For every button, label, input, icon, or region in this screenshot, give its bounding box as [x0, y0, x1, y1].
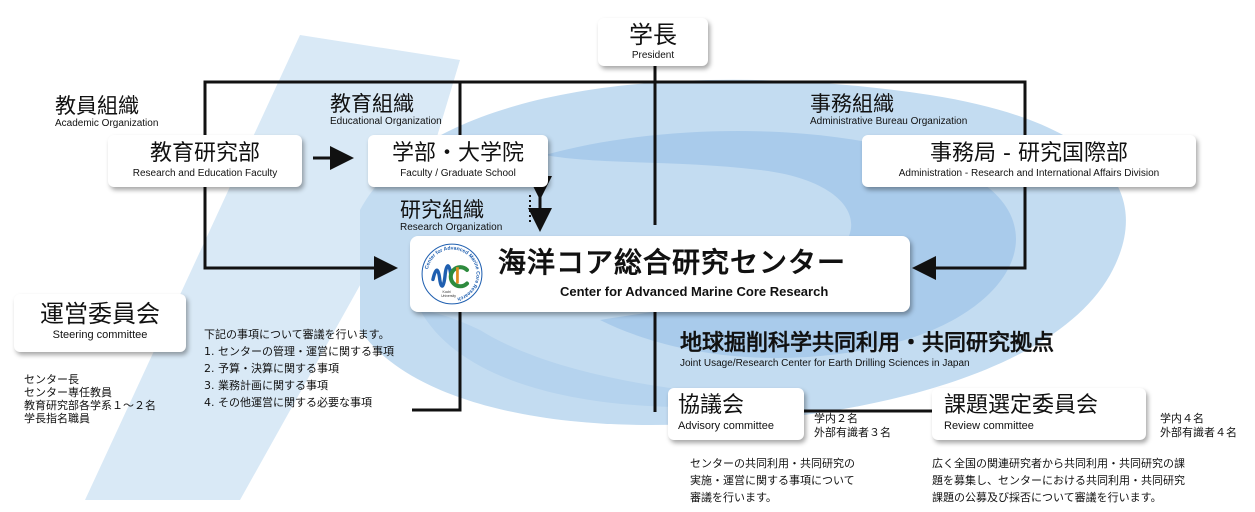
steering-box: 運営委員会 Steering committee — [14, 294, 186, 352]
review-subtitle: Review committee — [944, 420, 1034, 432]
advisory-subtitle: Advisory committee — [678, 420, 774, 432]
research-faculty-subtitle: Research and Education Faculty — [132, 168, 278, 179]
steering-members: センター長 センター専任教員 教育研究部各学系１～２名 学長指名職員 — [24, 373, 156, 425]
logo-c-icon — [448, 265, 469, 289]
review-members: 学内４名 外部有識者４名 — [1160, 412, 1237, 439]
faculty-school-box: 学部・大学院 Faculty / Graduate School — [368, 135, 548, 187]
logo-core-icon — [456, 267, 459, 284]
center-subtitle: Center for Advanced Marine Core Research — [560, 284, 829, 299]
academic-org-label: 教員組織 Academic Organization — [55, 94, 159, 129]
center-title: 海洋コア総合研究センター — [498, 246, 847, 279]
advisory-duties: センターの共同利用・共同研究の 実施・運営に関する事項について 審議を行います。 — [690, 457, 855, 504]
president-subtitle: President — [631, 50, 675, 61]
research-faculty-title: 教育研究部 — [149, 141, 260, 166]
research-faculty-box: 教育研究部 Research and Education Faculty — [108, 135, 302, 187]
steering-title: 運営委員会 — [40, 300, 160, 328]
logo-sub2: University — [441, 294, 456, 298]
president-title: 学長 — [629, 21, 677, 49]
swoosh-arc-inner — [420, 310, 800, 408]
top-bus-line — [203, 80, 1027, 135]
faculty-school-title: 学部・大学院 — [391, 141, 524, 166]
research-faculty-to-center-arrow — [203, 186, 398, 280]
logo-sub1: Kochi — [442, 290, 451, 294]
admin-division-subtitle: Administration - Research and Internatio… — [898, 168, 1160, 179]
logo-wave-icon — [431, 264, 453, 288]
joint-usage-label: 地球掘削科学共同利用・共同研究拠点 Joint Usage/Research C… — [680, 331, 1055, 369]
faculty-school-subtitle: Faculty / Graduate School — [400, 168, 516, 179]
research-org-label: 研究組織 Research Organization — [400, 198, 503, 233]
educational-org-label: 教育組織 Educational Organization — [330, 92, 442, 127]
admin-org-label: 事務組織 Administrative Bureau Organization — [810, 92, 968, 127]
advisory-box: 協議会 Advisory committee — [668, 388, 804, 440]
president-box: 学長 President — [598, 18, 708, 66]
admin-division-title: 事務局 - 研究国際部 — [930, 141, 1128, 166]
review-title: 課題選定委員会 — [944, 393, 1099, 418]
review-box: 課題選定委員会 Review committee — [932, 388, 1146, 440]
steering-duties: 下記の事項について審議を行います。 1. センターの管理・運営に関する事項 2.… — [204, 328, 394, 409]
center-box: Center for Advanced Marine Core Research… — [410, 236, 910, 312]
steering-connector-line — [412, 300, 462, 412]
steering-subtitle: Steering committee — [52, 329, 148, 341]
advisory-members: 学内２名 外部有識者３名 — [814, 412, 891, 439]
review-duties: 広く全国の関連研究者から共同利用・共同研究の課 題を募集し、センターにおける共同… — [932, 457, 1185, 504]
center-logo: Center for Advanced Marine Core Research… — [421, 243, 483, 305]
advisory-title: 協議会 — [678, 393, 745, 418]
admin-division-box: 事務局 - 研究国際部 Administration - Research an… — [862, 135, 1196, 187]
admin-to-center-arrow — [912, 186, 1027, 280]
